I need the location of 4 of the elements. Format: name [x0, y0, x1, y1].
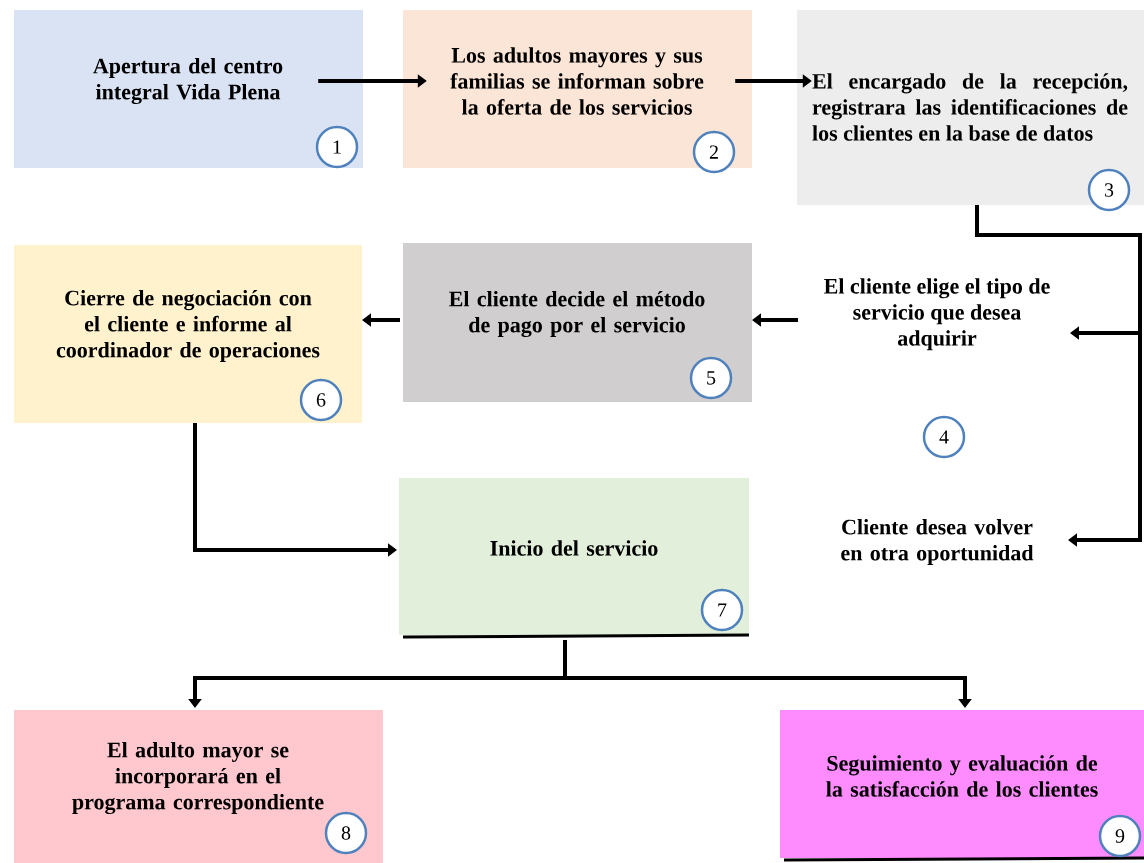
arrow — [975, 205, 1142, 547]
arrow — [563, 640, 972, 708]
step-text: Cliente desea volver en otra oportunidad — [841, 519, 1034, 565]
step-text: El cliente elige el tipo de servicio que desea adquirir — [824, 278, 1050, 351]
